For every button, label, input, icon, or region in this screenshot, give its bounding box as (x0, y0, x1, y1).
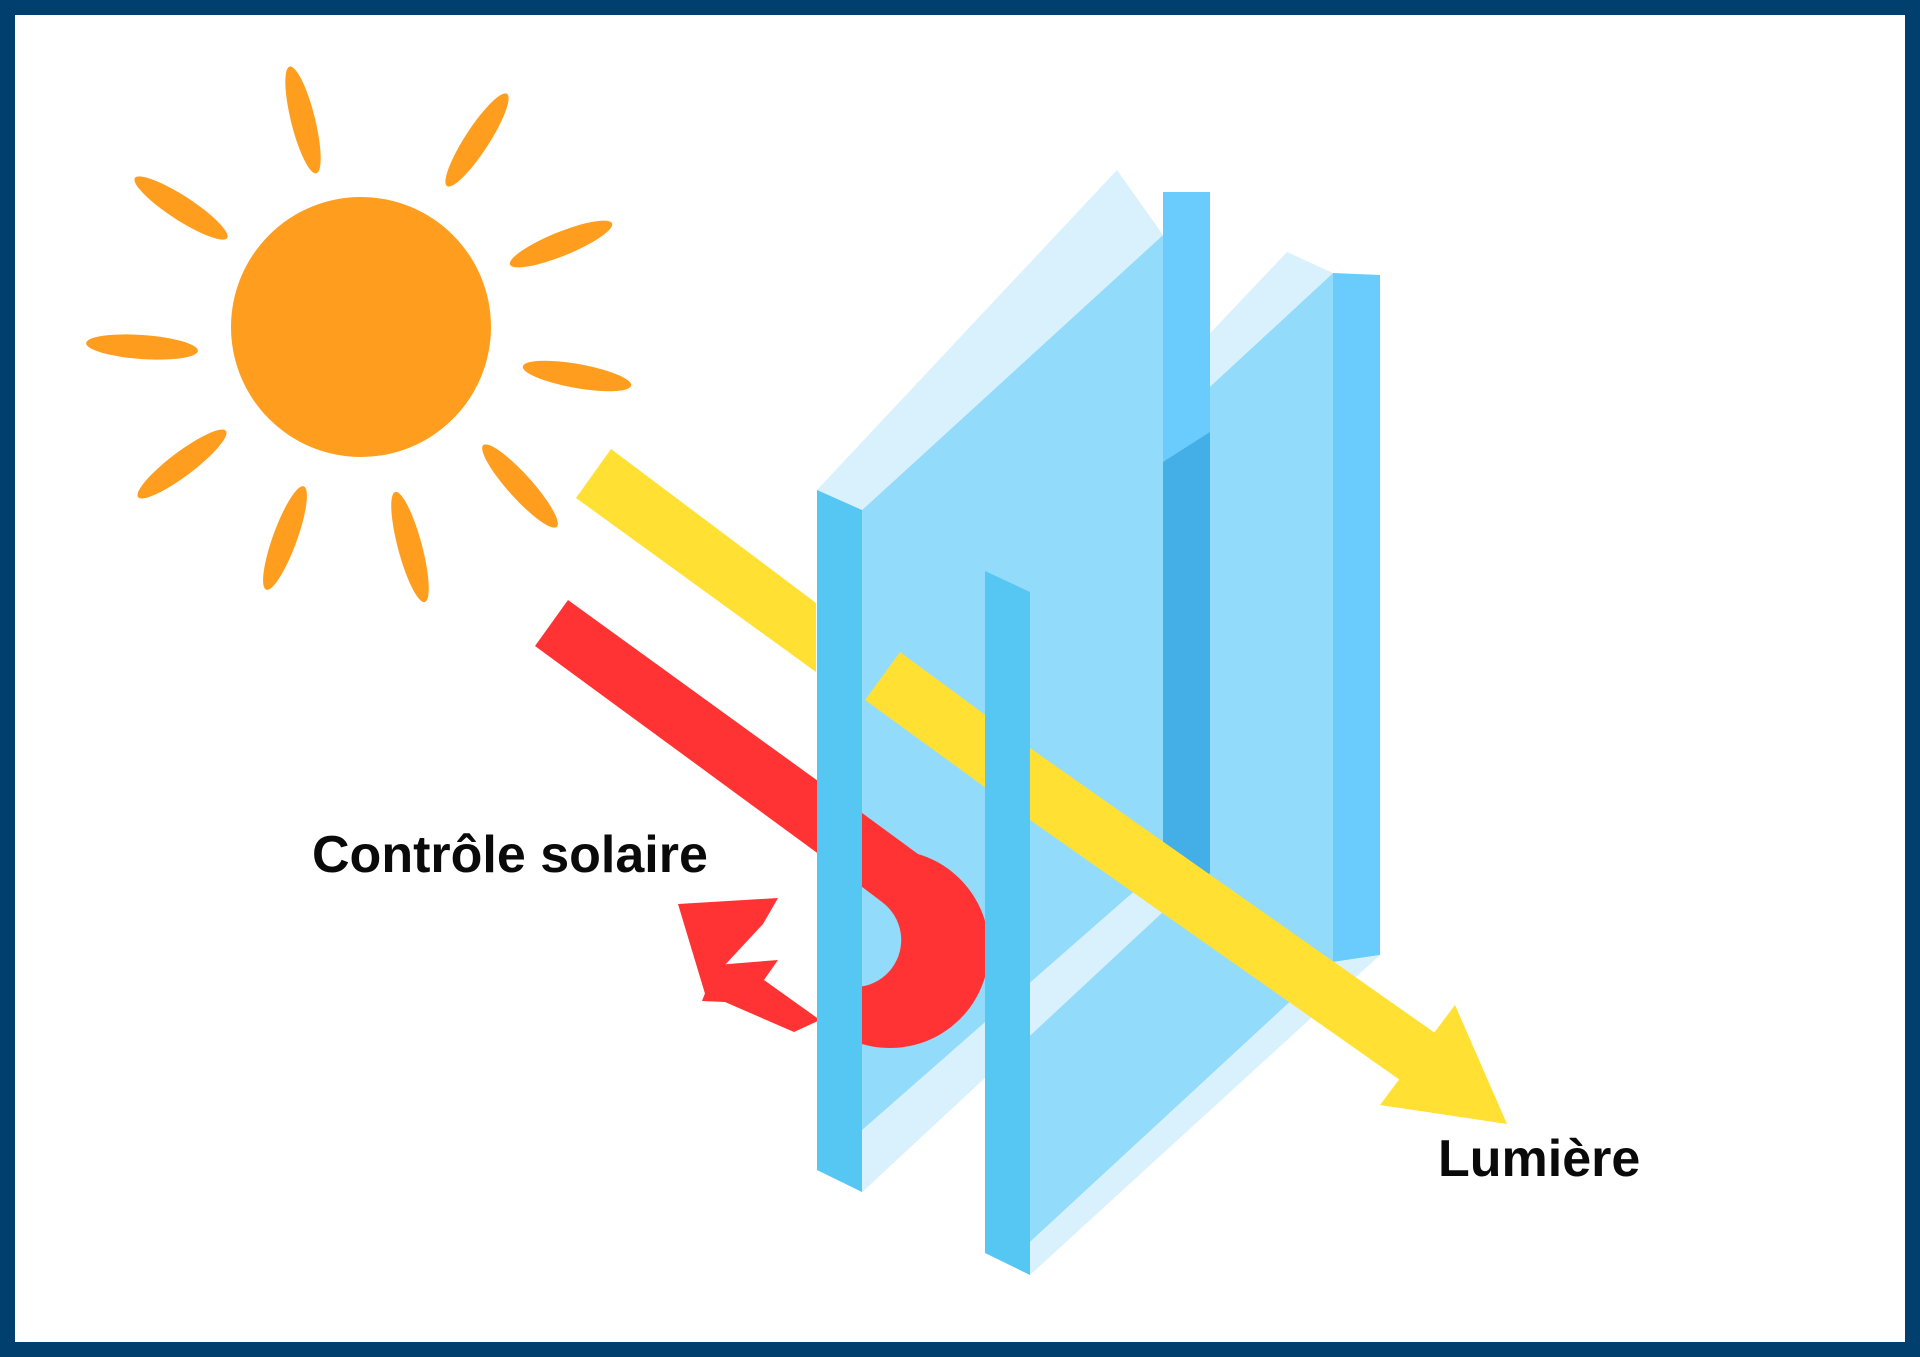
heat-ray-return (702, 960, 820, 1032)
glass-pane-front-edge-group (817, 490, 862, 1192)
heat-arrow-head (678, 898, 778, 997)
glass-pane-front-edge (817, 490, 862, 1192)
sun-disc (231, 197, 491, 457)
glass-pane-back-side (1333, 273, 1380, 962)
light-label: Lumière (1438, 1130, 1641, 1188)
heat-ray-incoming (535, 600, 858, 855)
heat-ray-bend (820, 810, 990, 1049)
light-ray-outgoing (1030, 748, 1435, 1080)
light-arrow-head (1380, 1005, 1507, 1124)
glass-pane-back-edge-group (985, 571, 1030, 1275)
sun-icon (86, 66, 632, 603)
solar-control-label: Contrôle solaire (312, 826, 708, 884)
sun-rays (86, 66, 632, 603)
heat-reflection-arrow (535, 600, 990, 1049)
light-ray-incoming (576, 449, 816, 672)
glass-pane-front-top (817, 170, 1163, 510)
glass-pane-back-bottom (1030, 955, 1380, 1275)
glass-pane-back-edge (985, 571, 1030, 1275)
glass-pane-front-side-shadow (1163, 432, 1210, 912)
